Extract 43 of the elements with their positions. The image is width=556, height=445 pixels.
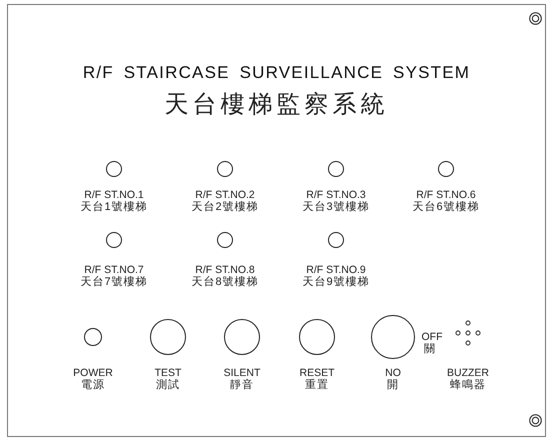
panel-title: 天台樓梯監察系統	[164, 89, 390, 120]
part-label: 靜音	[230, 380, 254, 391]
part-label: RESET	[300, 368, 334, 378]
power-lamp	[84, 328, 102, 346]
buzzer-holes-icon	[454, 319, 482, 347]
part-label: 天台8號樓梯	[191, 277, 259, 288]
part-label: NO	[385, 368, 401, 378]
part-label: 天台6號樓梯	[412, 202, 480, 213]
part-label: 測試	[156, 380, 180, 391]
part-label: 天台1號樓梯	[80, 202, 148, 213]
part-label: R/F ST.NO.7	[84, 265, 144, 276]
part-label: R/F ST.NO.3	[306, 190, 366, 200]
part-label: R/F ST.NO.1	[84, 190, 144, 200]
part-label: R/F ST.NO.9	[306, 265, 366, 276]
indicator-lamp	[438, 161, 454, 177]
indicator-lamp	[328, 161, 344, 177]
switch-label: OFF	[422, 332, 442, 342]
push-button	[150, 319, 186, 355]
switch-knob	[371, 315, 415, 359]
part-label: R/F ST.NO.2	[195, 190, 255, 200]
part-label: 重置	[305, 380, 329, 391]
panel-title: R/F STAIRCASE SURVEILLANCE SYSTEM	[82, 63, 472, 83]
part-label: 天台9號樓梯	[302, 277, 370, 288]
part-label: BUZZER	[447, 368, 489, 378]
push-button	[299, 319, 335, 355]
push-button	[224, 319, 260, 355]
part-label: R/F ST.NO.6	[416, 190, 476, 200]
part-label: R/F ST.NO.8	[195, 265, 255, 276]
switch-label: 關	[424, 344, 436, 355]
indicator-lamp	[328, 232, 344, 248]
indicator-lamp	[106, 232, 122, 248]
part-label: 天台7號樓梯	[80, 277, 148, 288]
part-label: SILENT	[224, 368, 260, 378]
part-label: 蜂鳴器	[450, 380, 486, 391]
part-label: TEST	[154, 368, 182, 378]
part-label: 電源	[81, 380, 105, 391]
indicator-lamp	[217, 161, 233, 177]
indicator-lamp	[217, 232, 233, 248]
part-label: 開	[387, 380, 399, 391]
part-label: 天台3號樓梯	[302, 202, 370, 213]
part-label: 天台2號樓梯	[191, 202, 259, 213]
part-label: POWER	[73, 368, 113, 378]
indicator-lamp	[106, 161, 122, 177]
